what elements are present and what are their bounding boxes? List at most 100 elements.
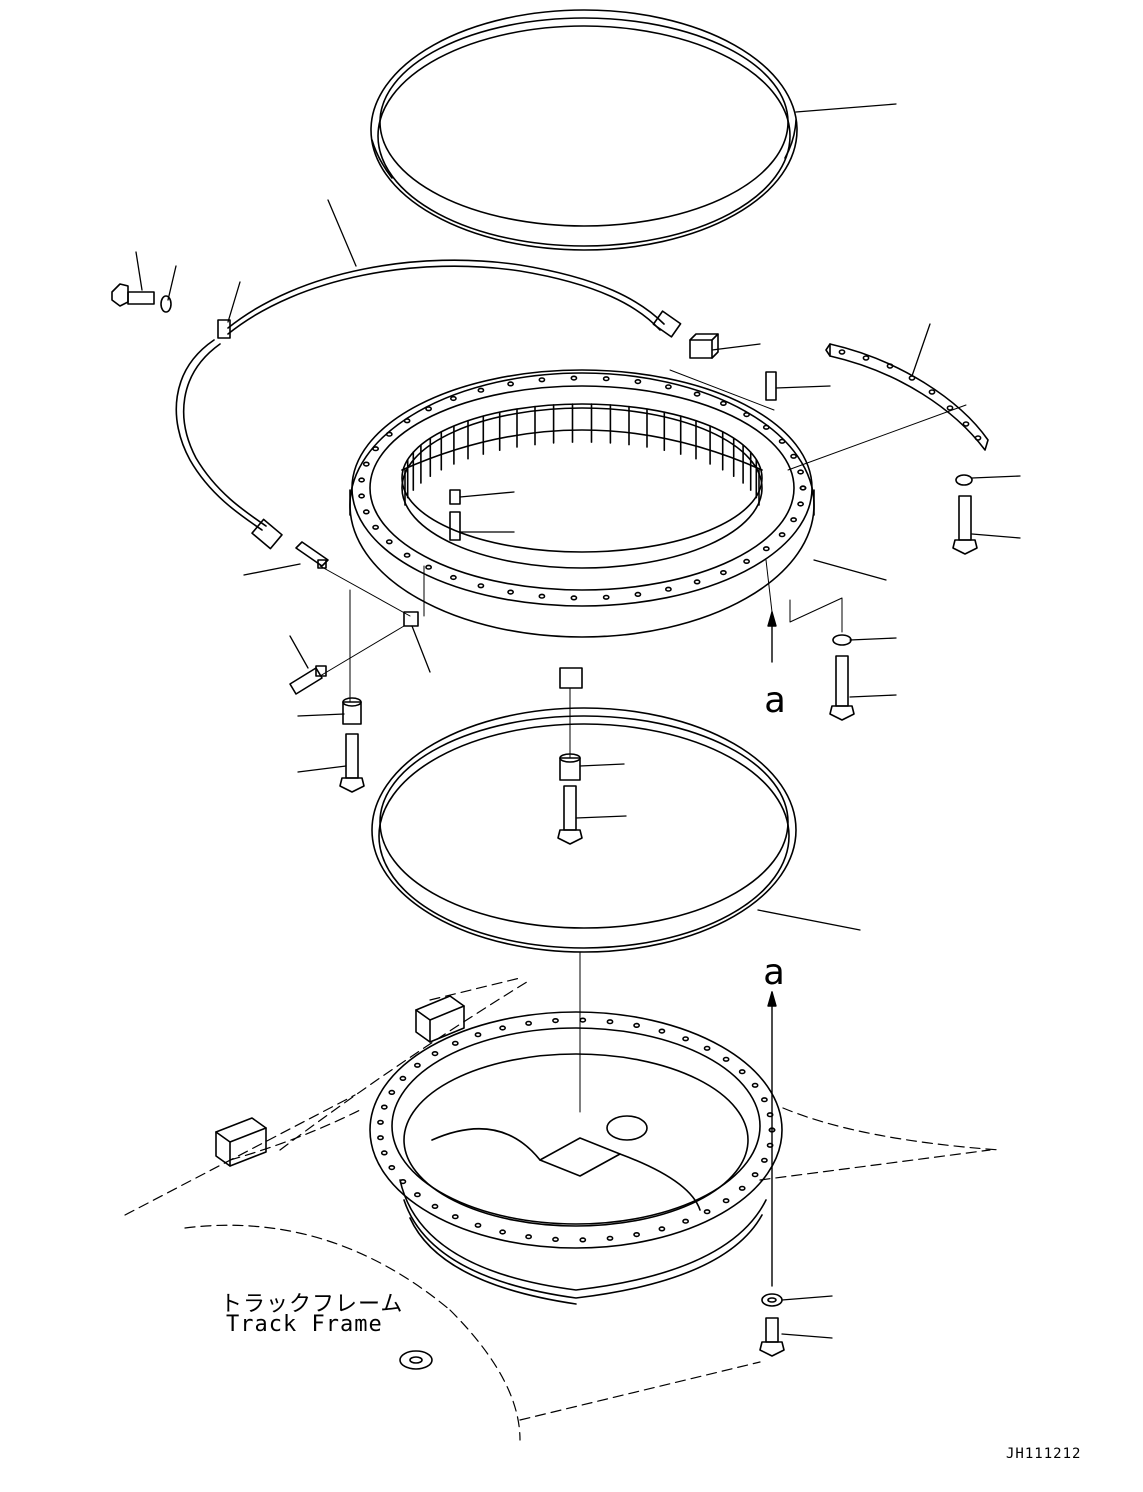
sensor-cable [176,260,680,548]
bolt-hole [405,553,410,557]
bolt-hole [478,584,483,588]
grease-block [404,612,418,626]
bottom-seal-ring [372,708,796,952]
bolt-hole [359,478,364,482]
bolt-hole [724,1058,729,1062]
bolt-hole [373,447,378,451]
bolt-hole [683,1219,688,1223]
bolt-hole [695,392,700,396]
bolt-hole [683,1037,688,1041]
track-frame-label-jp: トラックフレーム [220,1292,404,1317]
bolt-hole [415,1064,420,1068]
bolt-hole [432,1205,437,1209]
swing-circle-bolt-holes [359,376,806,599]
bolt-hole [415,1193,420,1197]
plate-hole [887,364,892,368]
plate-hole [963,422,968,426]
bolt-hole [744,560,749,564]
bolt-lower-right [760,1294,784,1356]
bolt-hole [453,1215,458,1219]
alignment-lines [320,370,966,1112]
bolt-hole [453,1042,458,1046]
bolt-hole [387,432,392,436]
bolt-hole [400,1180,405,1184]
bolt-hole [387,540,392,544]
bolt-hole [705,1210,710,1214]
view-arrow-label-upper: a [764,680,786,721]
drawing-code: JH111212 [1006,1446,1082,1462]
bolt-hole [798,502,803,506]
bolt-hole [500,1230,505,1234]
bolt-hole [426,407,431,411]
track-frame-label-en: Track Frame [226,1312,383,1337]
bolt-hole [378,1136,383,1140]
view-arrow-label-lower: a [763,952,785,993]
bolt-hole [478,388,483,392]
bolt-hole [389,1091,394,1095]
bolt-hole [373,526,378,530]
spacer-bolt-left [340,698,364,792]
track-frame-outline [125,978,1000,1440]
bolt-hole [475,1033,480,1037]
bolt-hole [724,1199,729,1203]
bolt-hole [526,1022,531,1026]
bolt-hole [508,590,513,594]
bolt-hole [634,1233,639,1237]
bolt-hole [571,376,576,380]
swing-circle-bearing [350,370,814,637]
bolt-hole [539,378,544,382]
bolt-hole [432,1052,437,1056]
bolt-hole [405,419,410,423]
bolt-hole [762,1159,767,1163]
bolt-hole [791,455,796,459]
bolt-hole [635,593,640,597]
bolt-right-upper [953,475,977,554]
bolt-hole [475,1224,480,1228]
bolt-hole [800,486,805,490]
grease-fitting-upper [296,542,328,568]
bolt-hole [580,1018,585,1022]
retainer-plate-holes [839,350,980,440]
plate-hole [975,436,980,440]
sensor-connector [690,334,718,358]
bolt-hole [764,547,769,551]
frame-mount-block-left [216,1118,266,1166]
plate-hole [839,350,844,354]
bolt-hole [451,397,456,401]
leader-lines [136,104,1020,1338]
bolt-hole [539,594,544,598]
bolt-hole [607,1237,612,1241]
bolt-hole [553,1238,558,1242]
bolt-hole [666,385,671,389]
bolt-hole [508,382,513,386]
track-frame-bolt-holes [378,1018,775,1241]
bolt-hole [364,462,369,466]
bolt-hole [359,494,364,498]
bolt-hole [382,1151,387,1155]
bolt-hole [607,1020,612,1024]
bolt-hole [634,1024,639,1028]
bolt-hole [604,596,609,600]
bolt-hole [740,1187,745,1191]
bolt-hole [580,1238,585,1242]
bolt-hole [753,1173,758,1177]
bolt-hole [378,1121,383,1125]
bolt-hole [780,440,785,444]
bolt-hole [721,571,726,575]
bolt-hole [764,426,769,430]
bolt-hole [500,1026,505,1030]
bolt-hole [659,1029,664,1033]
bolt-hole [451,576,456,580]
plate-hole [947,406,952,410]
track-frame [370,1012,782,1369]
view-arrow-lower [768,992,776,1286]
bolt-hole [744,413,749,417]
bolt-hole [426,565,431,569]
spacer-bolt-center [558,668,582,844]
bolt-hole [753,1084,758,1088]
bolt-hole [659,1227,664,1231]
bolt-upper-left [112,284,171,312]
bolt-hole [791,518,796,522]
plate-hole [929,390,934,394]
